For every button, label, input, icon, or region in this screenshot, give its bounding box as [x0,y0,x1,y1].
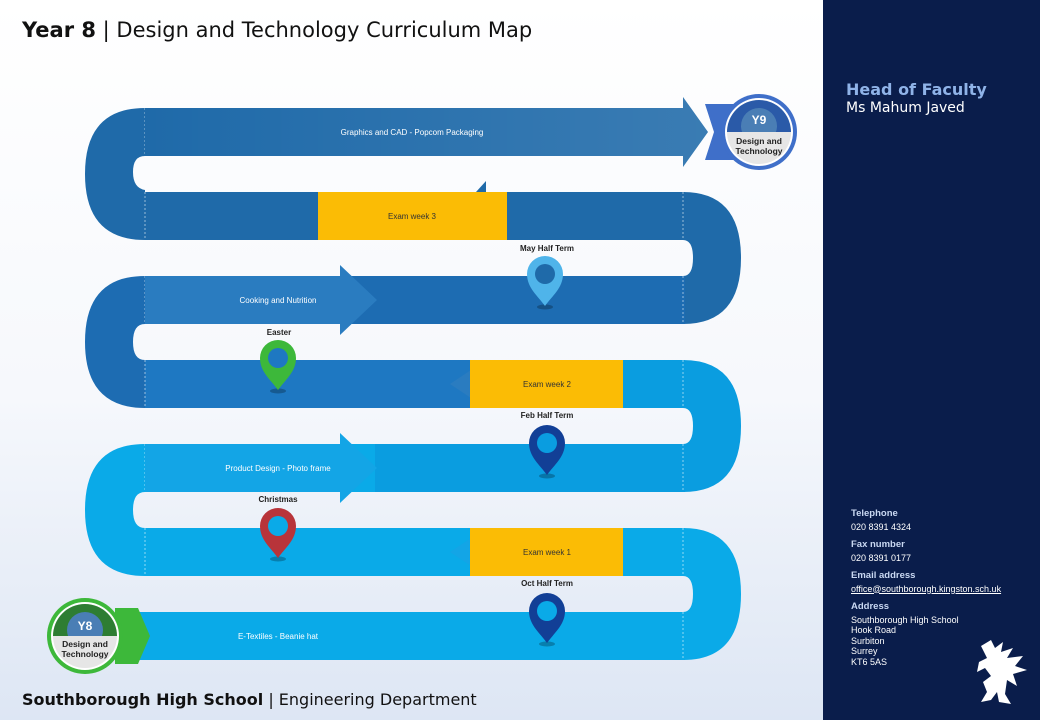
sidebar-panel: Head of Faculty Ms Mahum Javed Telephone… [823,0,1040,720]
telephone-value: 020 8391 4324 [851,521,912,532]
address-label: Address [851,601,890,612]
pin-christmas: Christmas [258,495,298,562]
road-track [85,108,741,660]
pin-label-may-half-term: May Half Term [520,244,574,253]
start-badge-line1: Design and [62,639,108,649]
pin-label-easter: Easter [267,328,291,337]
unit-arrow-product-design: Product Design - Photo frame [145,433,377,503]
track-row-7 [120,612,685,660]
end-badge-line1: Design and [736,136,782,146]
footer-school: Southborough High School [22,690,264,709]
address-line: Surbiton [851,635,885,646]
exam-block-1: Exam week 1 [450,517,623,576]
exam-label-2: Exam week 2 [523,380,572,389]
address-line: KT6 5AS [851,656,888,667]
start-badge-line2: Technology [61,649,108,659]
curriculum-road: Graphics and CAD - Popcom Packaging Cook… [47,94,797,674]
pin-feb-half-term: Feb Half Term [521,411,574,479]
pin-label-christmas: Christmas [258,495,298,504]
pin-label-feb-half-term: Feb Half Term [521,411,574,420]
end-badge-line2: Technology [735,146,782,156]
fax-value: 020 8391 0177 [851,552,912,563]
exam-block-3: Exam week 3 [318,181,507,240]
start-badge-year: Y8 [78,619,93,633]
griffin-logo-icon [977,640,1027,704]
exam-block-2: Exam week 2 [450,349,623,408]
address-line: Southborough High School [851,614,959,625]
unit-label-etextiles: E-Textiles - Beanie hat [238,632,319,641]
title-subject: | Design and Technology Curriculum Map [95,18,533,42]
head-of-faculty-title: Head of Faculty [846,80,987,99]
unit-label-product-design: Product Design - Photo frame [225,464,331,473]
unit-arrow-cooking: Cooking and Nutrition [145,265,377,335]
address-line: Hook Road [851,625,897,635]
head-of-faculty-name: Ms Mahum Javed [846,100,965,116]
exam-label-3: Exam week 3 [388,212,437,221]
fax-block: Fax number 020 8391 0177 [851,539,912,563]
pin-oct-half-term: Oct Half Term [521,579,573,647]
pin-easter: Easter [260,328,296,394]
start-badge-y8: Y8 Design and Technology [47,598,150,674]
unit-arrow-graphics: Graphics and CAD - Popcom Packaging [145,97,708,167]
address-line: Surrey [851,646,878,656]
page-title: Year 8 | Design and Technology Curriculu… [22,18,532,42]
footer-department: | Engineering Department [263,690,477,709]
telephone-block: Telephone 020 8391 4324 [851,508,912,532]
address-block: Address Southborough High School Hook Ro… [851,601,959,667]
end-badge-year: Y9 [752,113,767,127]
unit-label-cooking: Cooking and Nutrition [240,296,317,305]
email-label: Email address [851,570,916,581]
end-badge-y9: Y9 Design and Technology [705,94,797,170]
email-link[interactable]: office@southborough.kingston.sch.uk [851,583,1002,594]
title-year: Year 8 [22,18,96,42]
telephone-label: Telephone [851,508,898,519]
fax-label: Fax number [851,539,905,550]
email-block: Email address office@southborough.kingst… [851,570,1002,594]
unit-arrow-etextiles: E-Textiles - Beanie hat [238,632,319,641]
pin-may-half-term: May Half Term [520,244,574,310]
pin-label-oct-half-term: Oct Half Term [521,579,573,588]
exam-label-1: Exam week 1 [523,548,572,557]
unit-label-graphics: Graphics and CAD - Popcom Packaging [341,128,484,137]
page-footer: Southborough High School | Engineering D… [22,690,477,709]
